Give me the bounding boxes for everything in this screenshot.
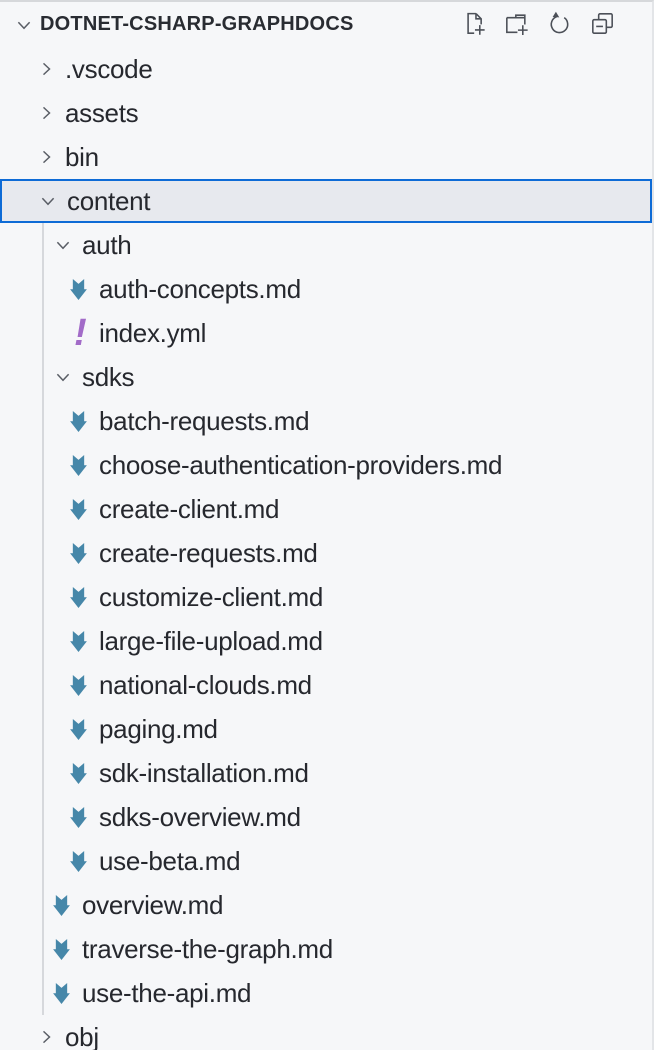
tree-file-create-client-md[interactable]: create-client.md xyxy=(0,487,652,531)
collapse-all-button[interactable] xyxy=(589,11,616,38)
tree-file-create-requests-md[interactable]: create-requests.md xyxy=(0,531,652,575)
chevron-right-icon xyxy=(36,91,58,135)
refresh-button[interactable] xyxy=(546,11,573,38)
markdown-file-icon xyxy=(70,487,92,531)
explorer-section-header[interactable]: DOTNET-CSHARP-GRAPHDOCS xyxy=(0,2,652,47)
new-file-button[interactable] xyxy=(460,11,487,38)
markdown-file-icon xyxy=(53,927,75,971)
markdown-file-icon xyxy=(70,443,92,487)
yaml-file-icon: ! xyxy=(74,312,87,354)
tree-folder-bin[interactable]: bin xyxy=(0,135,652,179)
markdown-file-icon xyxy=(70,575,92,619)
file-tree: .vscode assets bin content auth auth-con… xyxy=(0,47,652,1050)
tree-file-paging-md[interactable]: paging.md xyxy=(0,707,652,751)
tree-file-overview-md[interactable]: overview.md xyxy=(0,883,652,927)
markdown-file-icon xyxy=(53,971,75,1015)
markdown-file-icon xyxy=(70,399,92,443)
markdown-file-icon xyxy=(70,707,92,751)
new-folder-icon xyxy=(503,10,530,40)
tree-folder-obj[interactable]: obj xyxy=(0,1015,652,1050)
tree-folder-content[interactable]: content xyxy=(0,179,652,223)
tree-folder-sdks[interactable]: sdks xyxy=(0,355,652,399)
markdown-file-icon xyxy=(53,883,75,927)
markdown-file-icon xyxy=(70,751,92,795)
markdown-file-icon xyxy=(70,839,92,883)
chevron-right-icon xyxy=(36,135,58,179)
collapse-all-icon xyxy=(589,10,616,40)
tree-file-batch-requests-md[interactable]: batch-requests.md xyxy=(0,399,652,443)
section-title: DOTNET-CSHARP-GRAPHDOCS xyxy=(40,13,354,35)
refresh-icon xyxy=(546,10,573,40)
chevron-down-icon xyxy=(53,223,75,267)
tree-file-choose-authentication-providers-md[interactable]: choose-authentication-providers.md xyxy=(0,443,652,487)
chevron-down-icon xyxy=(53,355,75,399)
markdown-file-icon xyxy=(70,531,92,575)
chevron-right-icon xyxy=(36,47,58,91)
tree-file-auth-concepts-md[interactable]: auth-concepts.md xyxy=(0,267,652,311)
chevron-down-icon xyxy=(38,179,60,223)
tree-file-use-beta-md[interactable]: use-beta.md xyxy=(0,839,652,883)
tree-file-customize-client-md[interactable]: customize-client.md xyxy=(0,575,652,619)
tree-file-index-yml[interactable]: ! index.yml xyxy=(0,311,652,355)
tree-file-large-file-upload-md[interactable]: large-file-upload.md xyxy=(0,619,652,663)
chevron-down-icon xyxy=(12,13,36,37)
markdown-file-icon xyxy=(70,795,92,839)
chevron-right-icon xyxy=(36,1015,58,1050)
tree-folder-assets[interactable]: assets xyxy=(0,91,652,135)
tree-file-national-clouds-md[interactable]: national-clouds.md xyxy=(0,663,652,707)
new-folder-button[interactable] xyxy=(503,11,530,38)
markdown-file-icon xyxy=(70,619,92,663)
tree-folder-vscode[interactable]: .vscode xyxy=(0,47,652,91)
markdown-file-icon xyxy=(70,267,92,311)
tree-file-sdk-installation-md[interactable]: sdk-installation.md xyxy=(0,751,652,795)
markdown-file-icon xyxy=(70,663,92,707)
new-file-icon xyxy=(460,10,487,40)
tree-file-traverse-the-graph-md[interactable]: traverse-the-graph.md xyxy=(0,927,652,971)
header-actions xyxy=(460,11,616,38)
tree-file-use-the-api-md[interactable]: use-the-api.md xyxy=(0,971,652,1015)
tree-folder-auth[interactable]: auth xyxy=(0,223,652,267)
tree-file-sdks-overview-md[interactable]: sdks-overview.md xyxy=(0,795,652,839)
